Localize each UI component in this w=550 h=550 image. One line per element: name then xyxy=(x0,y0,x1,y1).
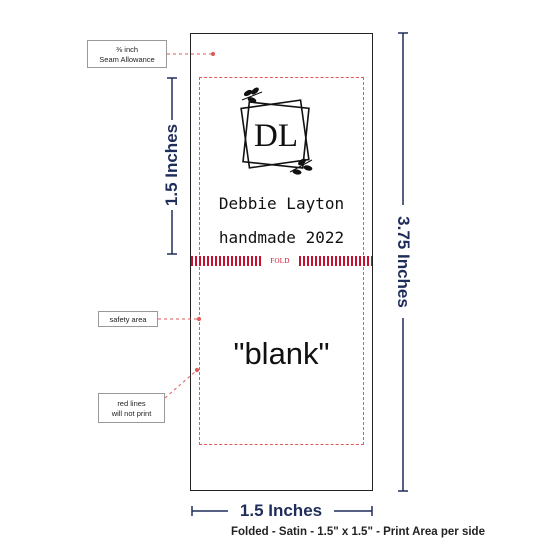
red-lines-note: red lines will not print xyxy=(98,393,165,423)
seam-label: Seam Allowance xyxy=(99,55,155,64)
red-lines-text-1: red lines xyxy=(117,399,146,408)
caption: Folded - Satin - 1.5" x 1.5" - Print Are… xyxy=(231,526,485,538)
blank-side-text: "blank" xyxy=(233,336,330,371)
maker-name: Debbie Layton xyxy=(218,194,345,213)
width-label: 1.5 Inches xyxy=(239,501,323,520)
tagline: handmade 2022 xyxy=(218,228,345,247)
leaf-sprig-icon xyxy=(289,158,313,175)
fold-label: FOLD xyxy=(262,256,298,266)
monogram-text: DL xyxy=(254,118,298,154)
red-lines-text-2: will not print xyxy=(111,409,152,418)
height-half-label: 1.5 Inches xyxy=(162,123,181,207)
safety-area-note: safety area xyxy=(98,311,158,327)
monogram-frame-square xyxy=(242,101,310,169)
total-height-label: 3.75 Inches xyxy=(394,216,413,308)
leaf-sprig-icon xyxy=(241,87,263,103)
seam-allowance-note: ⅜ inch Seam Allowance xyxy=(87,40,167,68)
seam-fraction: ⅜ inch xyxy=(115,45,139,54)
red-lines-leader-line xyxy=(164,370,197,399)
